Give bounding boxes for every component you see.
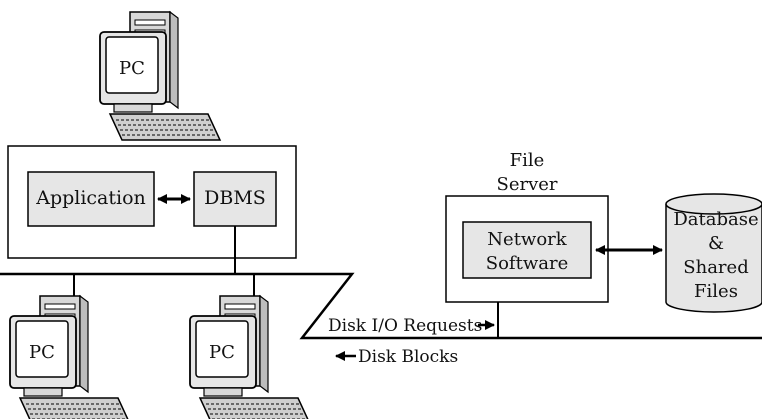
database-label-line2: & [708, 233, 724, 254]
pc-label: PC [29, 342, 55, 363]
application-box [27, 171, 155, 227]
pc-bottom-middle: PC [189, 295, 311, 419]
lan-bus-line [0, 272, 762, 340]
database-cylinder [665, 193, 762, 313]
file-server-title-line1: File [510, 150, 545, 171]
pc-label: PC [119, 58, 145, 79]
network-software-line2: Software [486, 253, 568, 274]
disk-blocks-label: Disk Blocks [358, 347, 458, 367]
pc-computer-icon [189, 295, 311, 419]
pc-computer-icon [9, 295, 131, 419]
pc-label: PC [209, 342, 235, 363]
database-label-line3: Shared [683, 257, 748, 278]
database-label-line4: Files [694, 281, 738, 302]
network-software-line1: Network [487, 229, 567, 250]
dbms-label: DBMS [204, 187, 266, 209]
pc-bottom-left: PC [9, 295, 131, 419]
network-software-box [462, 221, 592, 279]
database-label-line1: Database [673, 209, 758, 230]
pc-top: PC [99, 11, 221, 141]
file-server-title-line2: Server [496, 174, 557, 195]
application-label: Application [35, 187, 146, 209]
pc-computer-icon [99, 11, 221, 141]
disk-io-requests-label: Disk I/O Requests [328, 316, 482, 336]
